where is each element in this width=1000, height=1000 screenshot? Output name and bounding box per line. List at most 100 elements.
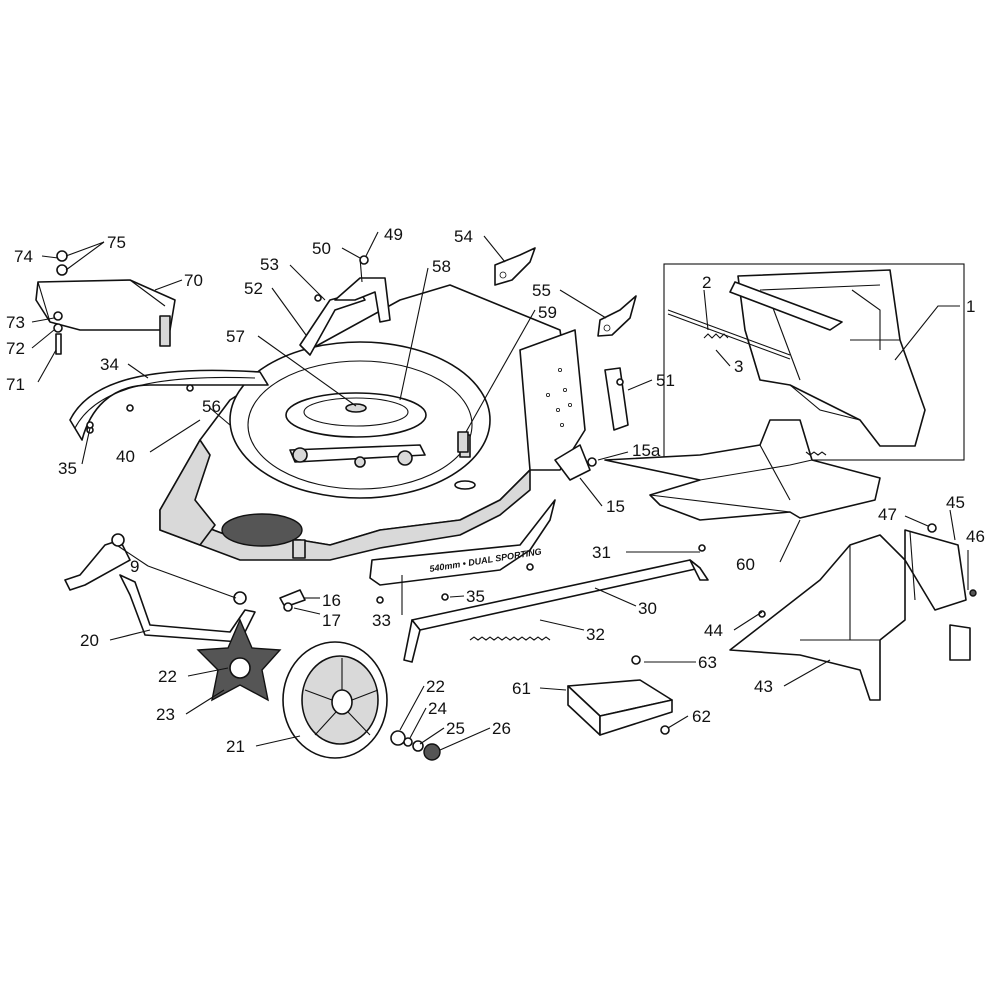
callout-52: 52: [244, 279, 263, 298]
callout-9: 9: [130, 557, 139, 576]
callout-35-middle: 35: [466, 587, 485, 606]
wheel-21-hub: [331, 689, 353, 715]
callout-47: 47: [878, 505, 897, 524]
top-left-parts: [35, 250, 269, 441]
bracket-55: [597, 295, 637, 337]
callout-71: 71: [6, 375, 25, 394]
callout-labels: 74 75 70 73 72 71 34 35 40 56 57 52 53 5…: [6, 225, 985, 756]
chute-60: [604, 419, 881, 521]
deck-side-shroud: [159, 439, 216, 546]
callout-2: 2: [702, 273, 711, 292]
callout-44: 44: [704, 621, 723, 640]
skirt-strip: [369, 499, 556, 586]
callout-55: 55: [532, 281, 551, 300]
callout-46: 46: [966, 527, 985, 546]
callout-34: 34: [100, 355, 119, 374]
callout-49: 49: [384, 225, 403, 244]
callout-30: 30: [638, 599, 657, 618]
chute-body: [604, 419, 881, 521]
bolt-62: [660, 725, 670, 735]
callout-54: 54: [454, 227, 473, 246]
bearing-22a: [229, 657, 251, 679]
callout-57: 57: [226, 327, 245, 346]
callout-53: 53: [260, 255, 279, 274]
grass-bag-inset: [663, 263, 965, 461]
callout-21: 21: [226, 737, 245, 756]
bracket-54: [494, 247, 536, 286]
callout-22-left: 22: [158, 667, 177, 686]
callout-25: 25: [446, 719, 465, 738]
callout-45: 45: [946, 493, 965, 512]
bearing-22b: [390, 730, 406, 746]
callout-56: 56: [202, 397, 221, 416]
bracket-16: [279, 589, 306, 608]
spring-32: [469, 636, 551, 641]
bracket-50: [334, 277, 391, 323]
plate-45: [904, 529, 967, 611]
blade-hub-plate: [285, 392, 427, 438]
hub-bolt: [345, 403, 367, 413]
loose-screws: [86, 378, 766, 618]
callout-50: 50: [312, 239, 331, 258]
washer-24: [403, 737, 413, 747]
callout-15a: 15a: [632, 441, 661, 460]
bag-spring: [703, 333, 729, 339]
callout-75: 75: [107, 233, 126, 252]
nut-46: [969, 589, 977, 597]
callout-1: 1: [966, 297, 975, 316]
bag-frame-rod: [729, 281, 843, 331]
mower-deck: [159, 284, 586, 561]
bolt-71: [55, 333, 62, 355]
screw-35a: [86, 421, 94, 429]
nut-63: [631, 655, 641, 665]
callout-20: 20: [80, 631, 99, 650]
wheel-assembly: [196, 618, 441, 761]
callout-58: 58: [432, 257, 451, 276]
callout-33: 33: [372, 611, 391, 630]
callout-74: 74: [14, 247, 33, 266]
leader-lines: [31, 231, 969, 751]
callout-59: 59: [538, 303, 557, 322]
callout-62: 62: [692, 707, 711, 726]
bracket-51: [604, 367, 629, 431]
screw-15a: [587, 457, 597, 467]
callout-61: 61: [512, 679, 531, 698]
callout-72: 72: [6, 339, 25, 358]
callout-51: 51: [656, 371, 675, 390]
nut-74: [56, 250, 68, 262]
bolt-70-spacer: [159, 315, 171, 347]
cap-26: [423, 743, 441, 761]
callout-73: 73: [6, 313, 25, 332]
callout-35-left: 35: [58, 459, 77, 478]
rail-34: [69, 369, 269, 441]
deck-vent-opening: [221, 513, 303, 547]
callout-40: 40: [116, 447, 135, 466]
callout-60: 60: [736, 555, 755, 574]
adjuster-59: [457, 431, 469, 453]
callout-3: 3: [734, 357, 743, 376]
tray-61: [567, 655, 673, 736]
callout-70: 70: [184, 271, 203, 290]
bracket-52: [299, 291, 366, 356]
callout-15: 15: [606, 497, 625, 516]
callout-26: 26: [492, 719, 511, 738]
screw-35b: [441, 593, 449, 601]
callout-32: 32: [586, 625, 605, 644]
side-deflector: [729, 523, 977, 701]
callout-22-right: 22: [426, 677, 445, 696]
deflector-43: [729, 534, 906, 701]
callout-23: 23: [156, 705, 175, 724]
washer-75: [56, 264, 68, 276]
plate-70: [35, 279, 176, 331]
callout-43: 43: [754, 677, 773, 696]
rear-axle-group: [403, 559, 709, 663]
bolt-17: [283, 602, 293, 612]
callout-31: 31: [592, 543, 611, 562]
clamp-15: [554, 444, 591, 481]
screw-47: [927, 523, 937, 533]
callout-17: 17: [322, 611, 341, 630]
brackets-group: [299, 247, 637, 481]
callout-63: 63: [698, 653, 717, 672]
pin-31: [698, 544, 706, 552]
